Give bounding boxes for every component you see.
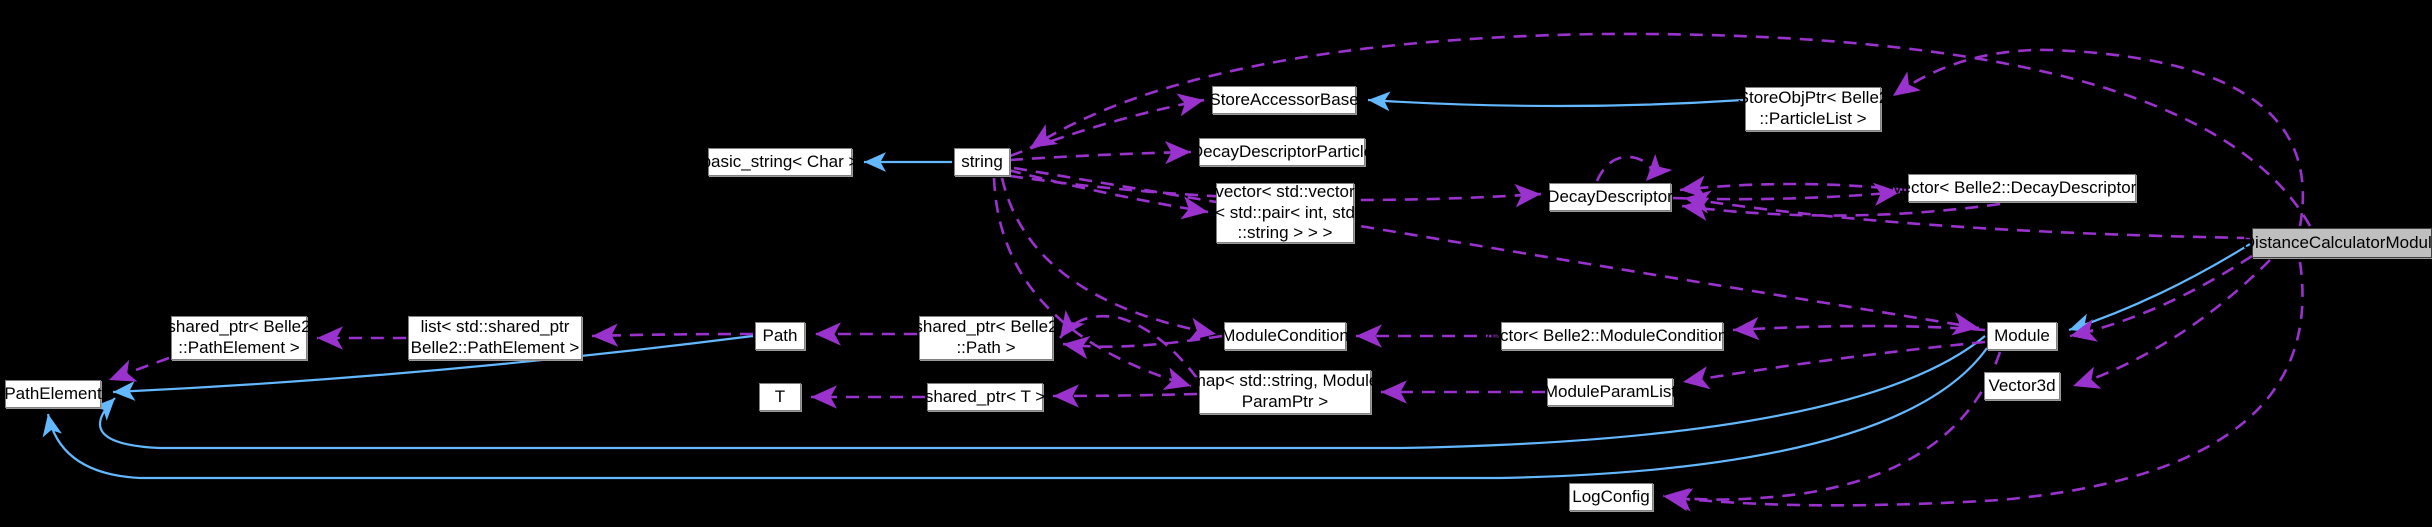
edge-decaydescriptor-to-vectordecaydescriptor — [1672, 182, 1901, 207]
edge-string-to-modulecondition — [1000, 177, 1217, 341]
edge-string-to-decaydescriptor — [1009, 174, 1542, 208]
edge-dcm-to-logconfig — [1665, 261, 2304, 512]
edge-dcm-to-decaydescriptor — [1683, 190, 2251, 240]
edge-sharedptrpathelement-to-pathelement — [108, 356, 170, 382]
node-log_config[interactable]: LogConfig — [1569, 483, 1653, 511]
edge-string-to-storeaccessorbase — [1009, 93, 1205, 158]
node-store_accessor_base[interactable]: StoreAccessorBase — [1209, 86, 1359, 114]
node-shared_ptr_path_element[interactable]: shared_ptr< Belle2 ::PathElement > — [167, 316, 311, 360]
node-distance_calculator_module[interactable]: DistanceCalculatorModule — [2243, 228, 2432, 258]
node-basic_string[interactable]: basic_string< Char > — [702, 148, 858, 176]
node-decay_descriptor_particle[interactable]: DecayDescriptorParticle — [1191, 138, 1373, 166]
edge-map-to-sharedptrt — [1052, 384, 1198, 408]
edge-distancecalculator-to-module — [2068, 243, 2251, 333]
edge-dcm-to-string — [1029, 32, 2312, 227]
node-store_obj_ptr[interactable]: StoreObjPtr< Belle2 ::ParticleList > — [1738, 87, 1888, 131]
node-shared_ptr_belle2_path[interactable]: shared_ptr< Belle2 ::Path > — [914, 316, 1058, 360]
edge-module-to-pathelement — [42, 347, 1988, 480]
node-vector_vector_pair[interactable]: vector< std::vector < std::pair< int, st… — [1215, 181, 1355, 243]
edge-decaydescriptor-self — [1595, 154, 1673, 182]
edge-path-to-list — [591, 323, 754, 347]
node-module_condition[interactable]: ModuleCondition — [1221, 322, 1349, 350]
edge-vectordecaydescriptor-to-decaydescriptor-b — [1681, 197, 2001, 221]
edge-module-to-vectormodulecondition — [1732, 316, 1986, 341]
node-module_param_list[interactable]: ModuleParamList — [1544, 378, 1676, 406]
node-module[interactable]: Module — [1987, 322, 2057, 350]
edge-string-to-map — [992, 177, 1192, 390]
edge-dcm-to-storeobjptr — [1892, 48, 2305, 227]
node-path[interactable]: Path — [755, 322, 805, 350]
edge-string-to-module — [1013, 166, 1980, 336]
edge-module-to-moduleparamlist — [1682, 340, 1986, 390]
edge-module-to-pathelement-b — [92, 335, 1986, 450]
node-decay_descriptor[interactable]: DecayDescriptor — [1547, 183, 1673, 211]
inheritance-edges — [42, 91, 2251, 480]
edge-map-to-sharedptrbelle2path — [1058, 310, 1199, 379]
edge-storeobjptr-to-storeaccessorbase — [1367, 91, 1744, 112]
node-vector3d[interactable]: Vector3d — [1984, 372, 2060, 400]
edge-dcm-to-module — [2069, 254, 2253, 342]
node-vector_decay_descriptor[interactable]: vector< Belle2::DecayDescriptor > — [1893, 174, 2151, 202]
node-path_element[interactable]: PathElement — [4, 380, 102, 408]
edge-vectordecaydescriptor-to-decaydescriptor — [1679, 175, 1907, 199]
edge-path-to-pathelement — [112, 334, 754, 401]
edge-modulecondition-to-sharedptrbelle2path — [1062, 334, 1223, 360]
edge-dcm-to-vector3d — [2072, 259, 2271, 389]
node-string[interactable]: string — [954, 148, 1010, 176]
node-list_shared_ptr[interactable]: list< std::shared_ptr < Belle2::PathElem… — [396, 316, 594, 360]
node-map_string_module_param[interactable]: map< std::string, Module ParamPtr > — [1192, 370, 1378, 414]
node-shared_ptr_t[interactable]: shared_ptr< T > — [925, 383, 1045, 411]
edge-module-to-logconfig — [1662, 351, 2002, 512]
usage-edges — [108, 32, 2312, 512]
node-t_type[interactable]: T — [759, 383, 801, 411]
edge-string-to-vectorvectorpair — [1007, 168, 1209, 220]
edge-string-to-decaydescriptorparticle — [1009, 140, 1192, 165]
node-vector_module_condition[interactable]: vector< Belle2::ModuleCondition > — [1482, 322, 1742, 350]
